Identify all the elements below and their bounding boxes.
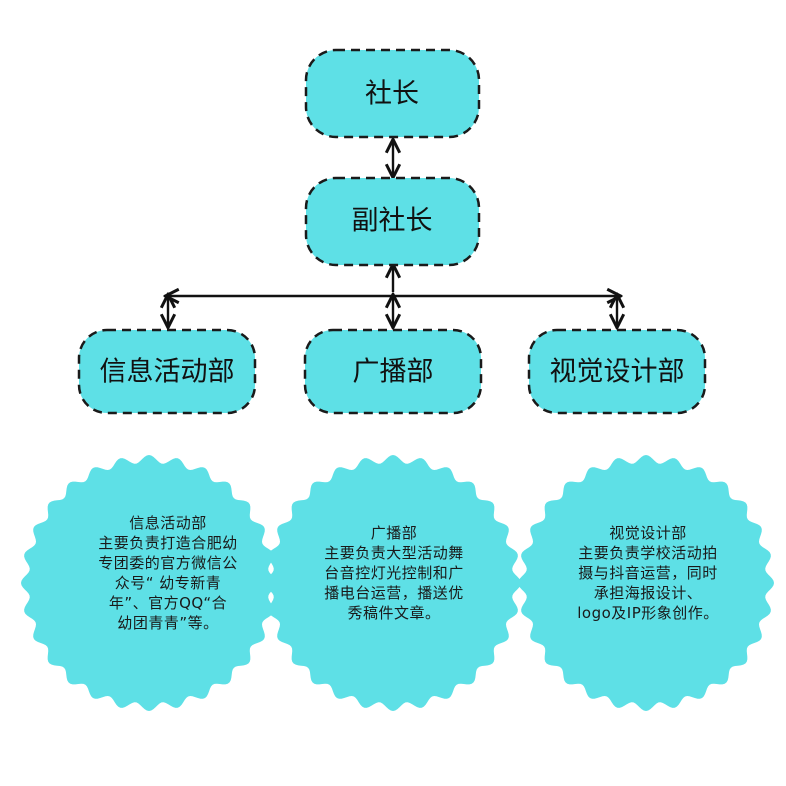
- info-desc-line: 众号“ 幼专新青: [114, 574, 222, 592]
- visual-dept-description: 视觉设计部 主要负责学校活动拍 摄与抖音运营，同时 承担海报设计、 logo及I…: [518, 523, 778, 623]
- node-visual-dept: 视觉设计部: [527, 328, 707, 415]
- node-broadcast-dept-label: 广播部: [353, 357, 434, 388]
- info-desc-line: 年”、官方QQ“合: [108, 594, 228, 612]
- info-dept-badge: [21, 455, 277, 711]
- node-president-label: 社长: [365, 79, 419, 110]
- broadcast-dept-description: 广播部 主要负责大型活动舞 台音控灯光控制和广 播电台运营，播送优 秀稿件文章。: [264, 523, 524, 623]
- node-president: 社长: [304, 48, 481, 139]
- node-broadcast-dept: 广播部: [303, 328, 483, 415]
- info-desc-line: 专团委的官方微信公: [98, 554, 238, 572]
- info-desc-title: 信息活动部: [129, 514, 207, 532]
- node-visual-dept-label: 视觉设计部: [550, 357, 685, 388]
- broadcast-desc-line: 台音控灯光控制和广: [324, 564, 464, 582]
- visual-desc-title: 视觉设计部: [609, 524, 687, 542]
- broadcast-desc-line: 播电台运营，播送优: [324, 584, 464, 602]
- node-info-dept: 信息活动部: [77, 328, 257, 415]
- node-vice-president-label: 副社长: [352, 206, 433, 237]
- info-desc-line: 幼团青青”等。: [117, 614, 219, 632]
- visual-desc-line: 承担海报设计、: [593, 584, 703, 602]
- info-desc-line: 主要负责打造合肥幼: [98, 534, 238, 552]
- node-vice-president: 副社长: [304, 176, 481, 267]
- broadcast-desc-title: 广播部: [370, 524, 418, 542]
- visual-desc-line: logo及IP形象创作。: [577, 604, 719, 622]
- broadcast-dept-badge: [265, 455, 521, 711]
- info-dept-description: 信息活动部 主要负责打造合肥幼 专团委的官方微信公 众号“ 幼专新青 年”、官方…: [38, 513, 298, 633]
- visual-desc-line: 主要负责学校活动拍: [578, 544, 718, 562]
- broadcast-desc-line: 秀稿件文章。: [347, 604, 441, 622]
- node-info-dept-label: 信息活动部: [100, 357, 235, 388]
- visual-dept-badge: [518, 455, 774, 711]
- broadcast-desc-line: 主要负责大型活动舞: [324, 544, 464, 562]
- visual-desc-line: 摄与抖音运营，同时: [578, 564, 718, 582]
